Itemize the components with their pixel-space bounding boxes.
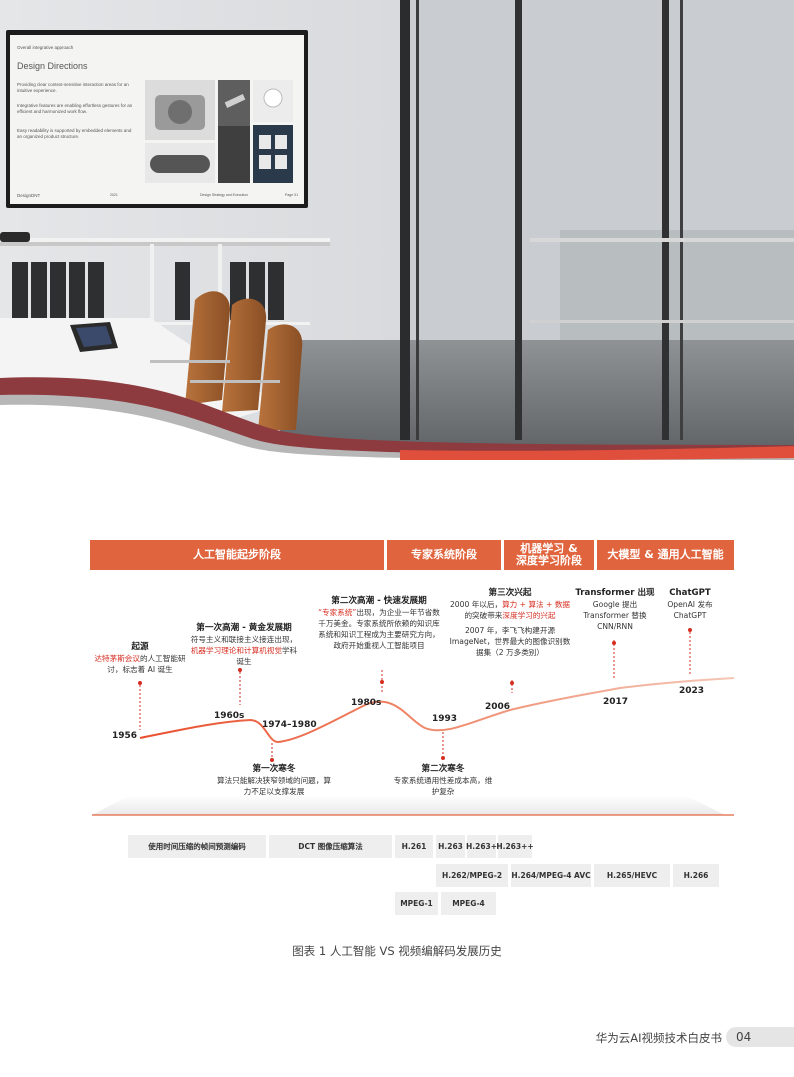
event-highlight: 算力 + 算法 + 数据 — [502, 600, 571, 609]
screen-title: Design Directions — [17, 61, 88, 71]
codec-block: MPEG-1 — [395, 892, 438, 915]
event-title: 第三次兴起 — [488, 588, 532, 598]
codec-block: H.266 — [673, 864, 719, 887]
event-title: 起源 — [131, 642, 149, 652]
event-second-boom: 第二次高潮 - 快速发展期 “专家系统”出现，为企业一年节省数千万美金。专家系统… — [318, 596, 440, 651]
event-text: 专家系统通用性差成本高，维护复杂 — [393, 776, 493, 796]
codec-block: H.263+ — [466, 835, 497, 858]
screen-product-collage — [145, 80, 293, 183]
office-photo: Overall integrative approach Design Dire… — [0, 0, 794, 460]
screen-paragraph: Easy readability is supported by embedde… — [17, 128, 132, 139]
event-highlight: 达特茅斯会议 — [94, 654, 140, 663]
codec-block: H.263++ — [496, 835, 534, 858]
codec-block: H.263 — [436, 835, 465, 858]
figure-caption: 图表 1 人工智能 VS 视频编解码发展历史 — [292, 944, 502, 958]
event-text: 出现，为企业一年节省数千万美金。专家系统所依赖的知识库系统和知识工程成为主要研究… — [318, 608, 440, 650]
year-label: 1956 — [112, 731, 138, 741]
event-second-winter: 第二次寒冬 专家系统通用性差成本高，维护复杂 — [390, 764, 496, 797]
codec-block: DCT 图像压缩算法 — [269, 835, 392, 858]
year-label: 2017 — [603, 697, 629, 707]
year-label: 1993 — [432, 714, 458, 724]
year-label: 2006 — [485, 702, 511, 712]
codec-block: MPEG-4 — [441, 892, 496, 915]
page-number: 04 — [726, 1027, 794, 1047]
screen-footer-text: Design Strategy and Execution — [200, 193, 249, 197]
year-label: 1980s — [351, 698, 382, 708]
screen-brand: DesignDNT — [17, 193, 41, 198]
screen-eyebrow: Overall integrative approach — [17, 45, 74, 50]
event-chatgpt: ChatGPT OpenAI 发布 ChatGPT — [660, 588, 720, 621]
event-text: 学科诞生 — [236, 646, 298, 666]
screen-paragraph: Integrative features are enabling effort… — [17, 103, 133, 114]
event-title: 第一次高潮 - 黄金发展期 — [196, 623, 292, 633]
event-third-rise: 第三次兴起 2000 年以后，算力 + 算法 + 数据的突破带来深度学习的兴起 … — [448, 588, 572, 658]
office-scene — [0, 0, 794, 460]
phase-machine-learning: 机器学习 & 深度学习阶段 — [504, 540, 594, 570]
screen-footer-text: 2021 — [110, 193, 118, 197]
year-label: 1974–1980 — [262, 720, 317, 730]
event-text: 2000 年以后， — [449, 600, 503, 609]
timeline-markers — [138, 628, 692, 762]
codec-block: 使用时间压缩的帧间预测编码 — [128, 835, 266, 858]
codec-block: H.264/MPEG-4 AVC — [511, 864, 591, 887]
screen-paragraph: Providing clear context-sensitive intera… — [17, 82, 129, 93]
year-label: 2023 — [679, 686, 705, 696]
year-label: 1960s — [214, 711, 245, 721]
timeline-curve — [92, 677, 735, 816]
screen-footer-text: Page 01 — [285, 193, 299, 197]
monitor-screen: Overall integrative approach Design Dire… — [10, 35, 304, 204]
event-title: ChatGPT — [669, 588, 711, 598]
event-text: 的突破带来 — [464, 611, 503, 620]
footer-title: 华为云AI视频技术白皮书 — [595, 1031, 722, 1045]
event-text: 符号主义和联接主义接连出现， — [190, 635, 298, 644]
phase-ai-start: 人工智能起步阶段 — [90, 540, 384, 570]
codec-block: H.265/HEVC — [594, 864, 670, 887]
event-title: 第二次高潮 - 快速发展期 — [331, 596, 427, 606]
event-title: 第二次寒冬 — [421, 764, 465, 774]
event-text: 的人工智能研讨，标志着 AI 诞生 — [107, 654, 186, 674]
event-first-boom: 第一次高潮 - 黄金发展期 符号主义和联接主义接连出现， 机器学习理论和计算机视觉… — [188, 623, 300, 667]
phase-large-models: 大模型 & 通用人工智能 — [597, 540, 734, 570]
event-highlight: 深度学习的兴起 — [502, 611, 556, 620]
event-title: 第一次寒冬 — [252, 764, 296, 774]
event-origin: 起源 达特茅斯会议的人工智能研讨，标志着 AI 诞生 — [90, 642, 190, 675]
event-title: Transformer 出现 — [575, 588, 655, 598]
event-highlight: “专家系统” — [318, 608, 357, 617]
event-text: 2007 年，李飞飞构建开源 ImageNet，世界最大的图像识别数据集（2 万… — [449, 626, 571, 657]
codec-block: H.262/MPEG-2 — [436, 864, 508, 887]
codec-block: H.261 — [395, 835, 433, 858]
event-text: Google 提出 Transformer 替换 CNN/RNN — [583, 600, 647, 631]
event-highlight: 机器学习理论和计算机视觉 — [190, 646, 282, 655]
event-text: 算法只能解决狭窄领域的问题，算力不足以支撑发展 — [217, 776, 331, 796]
event-transformer: Transformer 出现 Google 提出 Transformer 替换 … — [574, 588, 656, 632]
event-text: OpenAI 发布 ChatGPT — [667, 600, 713, 620]
phase-expert-systems: 专家系统阶段 — [387, 540, 501, 570]
event-first-winter: 第一次寒冬 算法只能解决狭窄领域的问题，算力不足以支撑发展 — [214, 764, 334, 797]
